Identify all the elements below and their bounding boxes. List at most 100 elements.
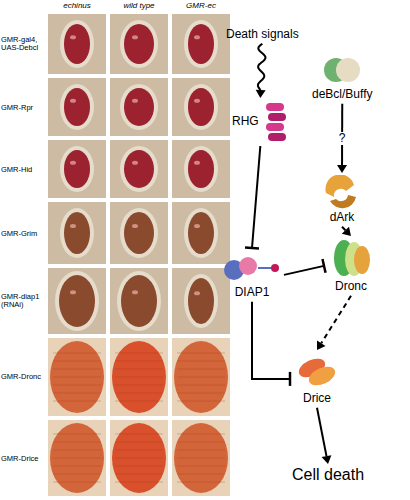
eye-highlight bbox=[132, 224, 138, 228]
eye-highlight bbox=[132, 161, 138, 165]
eye bbox=[174, 341, 228, 413]
edge-label: ? bbox=[337, 132, 348, 145]
photo-ground bbox=[110, 268, 168, 334]
connector-line bbox=[252, 302, 290, 379]
icon-part bbox=[336, 58, 360, 82]
eye-texture bbox=[177, 361, 225, 362]
protein-node: Dronc bbox=[326, 238, 376, 294]
inhibition-bar bbox=[289, 372, 292, 386]
photo-ground bbox=[48, 78, 106, 136]
node-label: dArk bbox=[330, 211, 355, 225]
eye-texture bbox=[115, 442, 163, 443]
arrowhead bbox=[322, 455, 332, 464]
activation-connector bbox=[342, 227, 351, 236]
node-label: Drice bbox=[303, 392, 331, 406]
eye-texture bbox=[177, 377, 225, 378]
eye-texture bbox=[115, 401, 163, 402]
connector-line bbox=[284, 266, 324, 275]
connector-line bbox=[258, 44, 266, 90]
signal-node: Cell death bbox=[292, 466, 364, 484]
eye bbox=[64, 150, 90, 188]
eye-texture bbox=[177, 434, 225, 435]
eye-photo bbox=[110, 202, 168, 264]
node-label: RHG bbox=[232, 115, 259, 129]
eye bbox=[174, 423, 228, 493]
eye-texture bbox=[177, 401, 225, 402]
icon-part bbox=[325, 175, 354, 197]
eye bbox=[124, 88, 154, 126]
photo-ground bbox=[172, 202, 230, 264]
head bbox=[184, 274, 218, 328]
eye-texture bbox=[177, 393, 225, 394]
head bbox=[117, 271, 161, 331]
eye bbox=[50, 341, 104, 413]
photo-ground bbox=[110, 14, 168, 74]
icon-part bbox=[271, 264, 279, 272]
eye-photo bbox=[110, 420, 168, 496]
eye-texture bbox=[115, 361, 163, 362]
photo-ground bbox=[172, 420, 230, 496]
photo-ground bbox=[172, 140, 230, 198]
icon-part bbox=[306, 363, 338, 389]
row-label: GMR-diap1 (RNAi) bbox=[1, 293, 46, 310]
eye-texture bbox=[115, 385, 163, 386]
row-label: GMR-gal4, UAS-Debcl bbox=[1, 36, 46, 53]
eye-texture bbox=[53, 458, 101, 459]
eye-photo bbox=[110, 14, 168, 74]
node-label: DIAP1 bbox=[235, 286, 270, 300]
photo-ground bbox=[48, 338, 106, 416]
connector-line bbox=[317, 408, 326, 456]
row-label: GMR-Hid bbox=[1, 166, 32, 174]
eye-texture bbox=[53, 353, 101, 354]
inhibition-connector bbox=[245, 146, 260, 249]
eye bbox=[64, 24, 90, 64]
photo-ground bbox=[110, 202, 168, 264]
photo-ground bbox=[110, 338, 168, 416]
icon-part bbox=[268, 113, 286, 121]
eye bbox=[188, 150, 214, 188]
arrowhead bbox=[337, 165, 347, 173]
node-label: Death signals bbox=[226, 28, 299, 42]
inhibition-bar bbox=[245, 247, 259, 248]
eye bbox=[121, 275, 157, 327]
eye-texture bbox=[53, 466, 101, 467]
eye-photo bbox=[48, 268, 106, 334]
protein-icon bbox=[320, 175, 364, 211]
eye-highlight bbox=[132, 35, 138, 39]
photo-ground bbox=[172, 78, 230, 136]
eye-texture bbox=[177, 442, 225, 443]
eye-photo bbox=[172, 78, 230, 136]
eye-texture bbox=[53, 369, 101, 370]
eye-photo bbox=[172, 338, 230, 416]
inhibition-connector bbox=[252, 302, 290, 386]
connector-line bbox=[342, 227, 345, 230]
row-label: GMR-Dronc bbox=[1, 373, 41, 381]
eye bbox=[64, 88, 90, 126]
row-label: GMR-Grim bbox=[1, 230, 37, 238]
eye-photo bbox=[48, 338, 106, 416]
inhibition-connector bbox=[284, 259, 326, 275]
protein-icon bbox=[222, 250, 282, 286]
icon-part bbox=[266, 103, 284, 111]
photo-ground bbox=[48, 202, 106, 264]
icon-part bbox=[258, 267, 272, 269]
head bbox=[120, 208, 158, 258]
protein-node: RHG bbox=[232, 100, 289, 144]
activation-connector bbox=[317, 296, 351, 350]
protein-node: dArk bbox=[320, 175, 364, 225]
eye-texture bbox=[177, 353, 225, 354]
eye-highlight bbox=[132, 290, 138, 294]
head bbox=[120, 146, 158, 192]
row-label: GMR-Drice bbox=[1, 455, 39, 463]
head bbox=[184, 20, 218, 68]
activation-connector bbox=[317, 408, 331, 464]
eye-photo bbox=[172, 140, 230, 198]
eye-texture bbox=[53, 434, 101, 435]
protein-icon bbox=[326, 238, 376, 280]
head bbox=[60, 208, 94, 258]
eye-texture bbox=[115, 369, 163, 370]
photo-ground bbox=[48, 420, 106, 496]
eye-photo bbox=[172, 14, 230, 74]
photo-ground bbox=[110, 78, 168, 136]
head bbox=[120, 84, 158, 130]
